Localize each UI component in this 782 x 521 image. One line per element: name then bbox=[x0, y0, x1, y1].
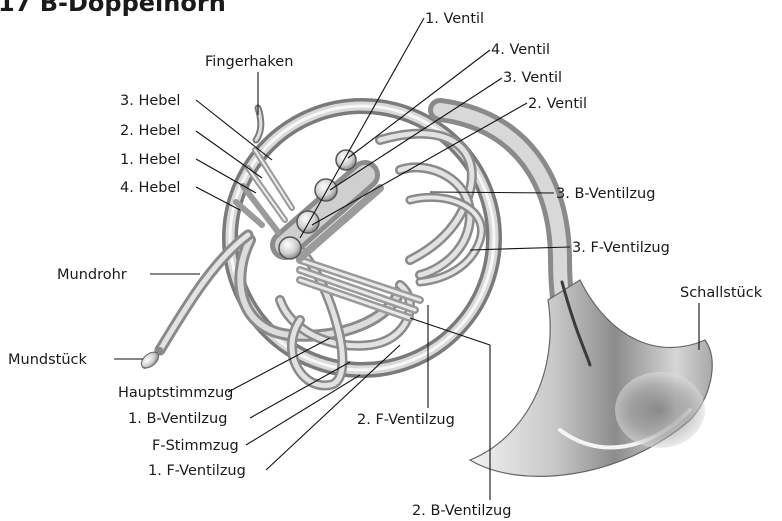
label-hebel4: 4. Hebel bbox=[120, 180, 180, 196]
valve-cap-2 bbox=[297, 211, 319, 233]
label-hebel3: 3. Hebel bbox=[120, 93, 180, 109]
label-ventil2: 2. Ventil bbox=[528, 96, 587, 112]
label-fingerhaken: Fingerhaken bbox=[205, 54, 293, 70]
label-ventil4: 4. Ventil bbox=[491, 42, 550, 58]
label-f-stimmzug: F-Stimmzug bbox=[152, 438, 239, 454]
leader-f-stimmzug bbox=[246, 375, 360, 445]
label-b-ventilzug2: 2. B-Ventilzug bbox=[412, 503, 511, 519]
page-title: 17 B-Doppelhorn bbox=[0, 0, 226, 17]
label-f-ventilzug3: 3. F-Ventilzug bbox=[572, 240, 670, 256]
label-hauptstimmzug: Hauptstimmzug bbox=[118, 385, 233, 401]
valve-block bbox=[279, 150, 380, 259]
label-hebel2: 2. Hebel bbox=[120, 123, 180, 139]
valve-cap-3 bbox=[315, 179, 337, 201]
label-f-ventilzug2: 2. F-Ventilzug bbox=[357, 412, 455, 428]
label-hebel1: 1. Hebel bbox=[120, 152, 180, 168]
leadpipe bbox=[138, 235, 248, 371]
label-mundrohr: Mundrohr bbox=[57, 267, 127, 283]
label-mundstueck: Mundstück bbox=[8, 352, 87, 368]
valve-cap-4 bbox=[336, 150, 356, 170]
leader-b-ventilzug3 bbox=[430, 192, 554, 193]
label-b-ventilzug3: 3. B-Ventilzug bbox=[556, 186, 655, 202]
label-schallstueck: Schallstück bbox=[680, 285, 763, 301]
valve-cap-1 bbox=[279, 237, 301, 259]
label-f-ventilzug1: 1. F-Ventilzug bbox=[148, 463, 246, 479]
label-b-ventilzug1: 1. B-Ventilzug bbox=[128, 411, 227, 427]
label-ventil1: 1. Ventil bbox=[425, 11, 484, 27]
label-ventil3: 3. Ventil bbox=[503, 70, 562, 86]
